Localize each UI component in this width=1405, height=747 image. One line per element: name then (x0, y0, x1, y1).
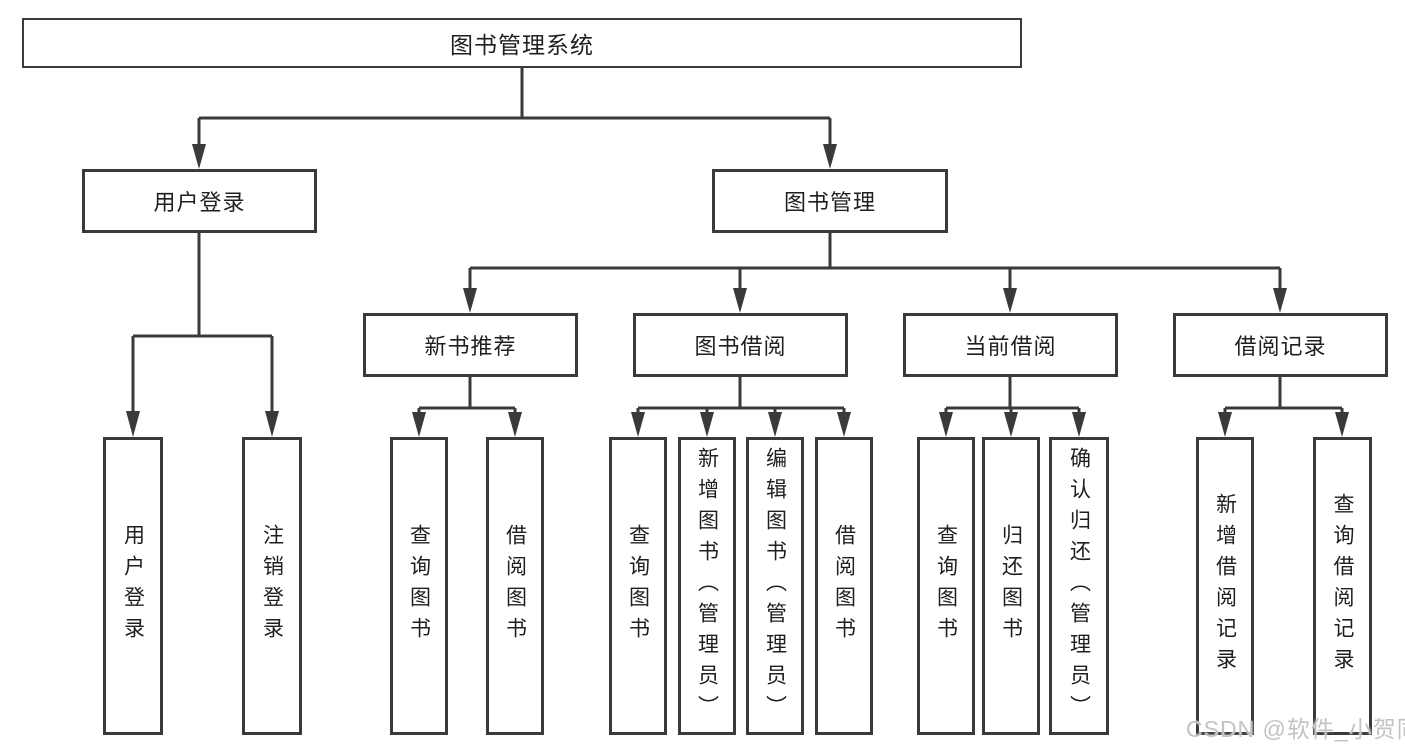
node-borrowing-records: 借阅记录 (1173, 313, 1388, 377)
leaf-confirm-return-admin: 确认归还（管理员） (1049, 437, 1109, 735)
leaf-add-book-admin-label: 新增图书（管理员） (695, 446, 719, 726)
leaf-current-query-books-label: 查询图书 (934, 524, 958, 648)
node-new-book-recommendation-label: 新书推荐 (424, 334, 517, 359)
node-borrowing-records-label: 借阅记录 (1234, 334, 1327, 359)
leaf-recommend-query-books-label: 查询图书 (407, 524, 431, 648)
node-root-label: 图书管理系统 (450, 32, 594, 58)
leaf-return-books: 归还图书 (982, 437, 1040, 735)
node-user-login: 用户登录 (82, 169, 317, 233)
leaf-borrowing-query-books: 查询图书 (609, 437, 667, 735)
node-book-management: 图书管理 (712, 169, 948, 233)
leaf-borrowing-borrow-books: 借阅图书 (815, 437, 873, 735)
node-book-borrowing: 图书借阅 (633, 313, 848, 377)
leaf-user-login: 用户登录 (103, 437, 163, 735)
node-user-login-label: 用户登录 (153, 190, 246, 215)
leaf-add-book-admin: 新增图书（管理员） (678, 437, 736, 735)
leaf-query-borrow-record-label: 查询借阅记录 (1331, 493, 1354, 679)
node-book-borrowing-label: 图书借阅 (694, 334, 787, 359)
node-root: 图书管理系统 (22, 18, 1022, 68)
leaf-user-login-label: 用户登录 (121, 524, 145, 648)
leaf-recommend-query-books: 查询图书 (390, 437, 448, 735)
node-book-management-label: 图书管理 (783, 190, 876, 215)
leaf-edit-book-admin: 编辑图书（管理员） (746, 437, 804, 735)
node-new-book-recommendation: 新书推荐 (363, 313, 578, 377)
leaf-add-borrow-record: 新增借阅记录 (1196, 437, 1254, 735)
leaf-edit-book-admin-label: 编辑图书（管理员） (763, 446, 787, 726)
node-current-borrowing-label: 当前借阅 (964, 334, 1057, 359)
leaf-query-borrow-record: 查询借阅记录 (1313, 437, 1372, 735)
leaf-borrowing-query-books-label: 查询图书 (626, 524, 650, 648)
watermark: CSDN @软件_小贺同学 (1186, 716, 1405, 742)
leaf-logout-label: 注销登录 (260, 524, 284, 648)
leaf-recommend-borrow-books: 借阅图书 (486, 437, 544, 735)
leaf-borrowing-borrow-books-label: 借阅图书 (832, 524, 856, 648)
leaf-recommend-borrow-books-label: 借阅图书 (503, 524, 527, 648)
leaf-current-query-books: 查询图书 (917, 437, 975, 735)
leaf-confirm-return-admin-label: 确认归还（管理员） (1067, 446, 1091, 726)
leaf-add-borrow-record-label: 新增借阅记录 (1213, 493, 1237, 679)
leaf-return-books-label: 归还图书 (999, 524, 1023, 648)
node-current-borrowing: 当前借阅 (903, 313, 1118, 377)
leaf-logout: 注销登录 (242, 437, 302, 735)
